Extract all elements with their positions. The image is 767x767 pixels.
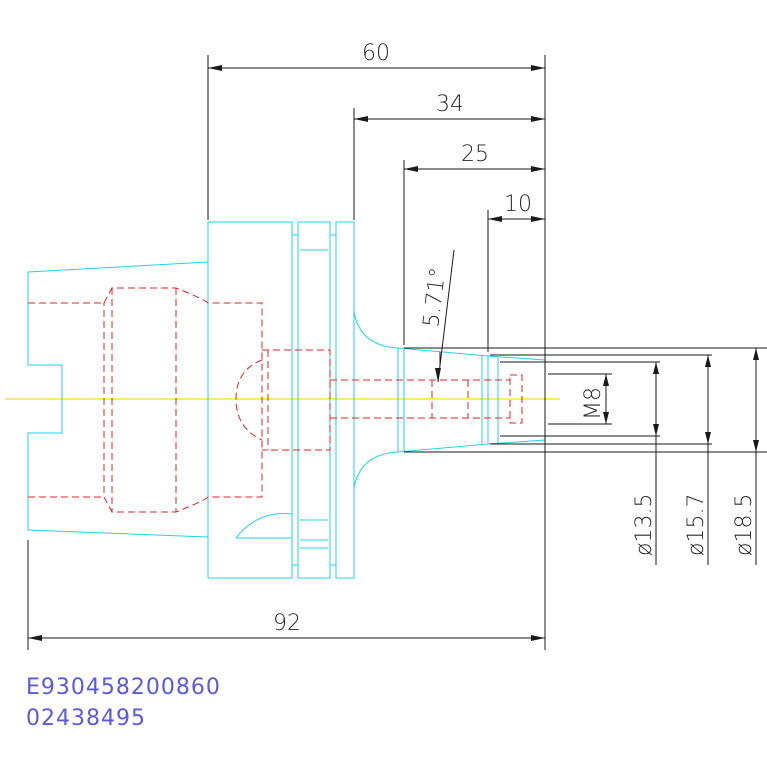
dim-10-label: 10 [504,192,532,217]
thread-m8-label: M8 [581,387,606,420]
dia-15-7-label: ø15.7 [684,494,709,556]
dim-34-label: 34 [436,92,464,117]
part-code: E930458200860 [26,675,221,700]
hidden-lines [28,287,523,513]
dia-18-5-label: ø18.5 [732,494,757,556]
part-number: 02438495 [26,706,146,731]
dia-13-5-label: ø13.5 [632,494,657,556]
dim-25-label: 25 [461,142,489,167]
dim-92-label: 92 [273,611,301,636]
dim-60-label: 60 [362,41,390,66]
dimension-lines [27,55,767,650]
part-outline [27,221,546,579]
taper-angle-label: 5.71° [419,266,451,329]
